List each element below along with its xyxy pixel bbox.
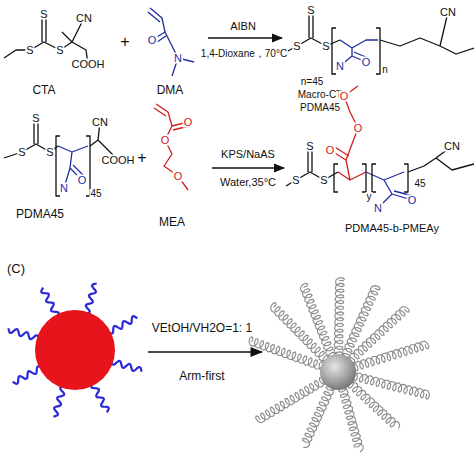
atom-label: S <box>291 175 300 186</box>
atom-label: O <box>339 91 350 102</box>
atom-label: O <box>353 123 364 134</box>
atom-label: S <box>39 9 48 20</box>
atom-label: O <box>160 135 171 146</box>
micelle-core <box>35 310 115 390</box>
note-text: PDMA45 <box>299 103 341 113</box>
plus-sign: + <box>119 34 130 50</box>
compound-name: PDMA45 <box>15 208 65 220</box>
micelle-core <box>320 354 356 390</box>
condition-text: AIBN <box>229 21 257 32</box>
chemical-bond <box>4 118 58 158</box>
compound-name: PDMA45-b-PMEAy <box>344 223 440 234</box>
atom-label: O <box>183 117 194 128</box>
atom-label: S <box>17 147 26 158</box>
atom-label: CN <box>443 141 461 152</box>
chemical-bond <box>330 86 366 180</box>
polymer-arm <box>86 283 97 313</box>
atom-label: CN <box>91 117 109 128</box>
chemical-bond <box>380 12 474 54</box>
atom-label: COOH <box>101 155 136 166</box>
chemical-bond <box>372 164 408 192</box>
subscript-label: n <box>381 65 389 75</box>
note-text: n=45 <box>300 77 325 87</box>
atom-label: S <box>319 175 328 186</box>
polymer-arm <box>8 328 38 339</box>
condition-text: KPS/NaAS <box>220 149 276 160</box>
atom-label: S <box>31 113 40 124</box>
plus-sign: + <box>136 150 147 166</box>
atom-label: O <box>325 145 336 156</box>
polymer-arm <box>300 283 335 358</box>
chemical-bond <box>334 164 366 192</box>
reaction-arrow <box>208 37 282 38</box>
polymer-arm <box>341 286 380 358</box>
atom-label: COOH <box>71 59 106 70</box>
polymer-arm <box>339 387 363 452</box>
atom-label: N <box>373 203 383 214</box>
atom-label: S <box>292 41 301 52</box>
polymer-arm <box>53 386 64 416</box>
atom-label: S <box>45 147 54 158</box>
atom-label: S <box>55 45 64 56</box>
atom-label: S <box>321 41 330 52</box>
reaction-arrow <box>212 167 284 168</box>
panel-label: (C) <box>6 262 26 275</box>
compound-name: MEA <box>158 216 186 228</box>
compound-name: CTA <box>31 84 56 96</box>
polymer-arm <box>13 366 42 383</box>
atom-label: O <box>407 195 418 206</box>
note-text: Macro-CT <box>297 90 343 100</box>
polymer-arm <box>271 303 329 363</box>
subscript-label: y <box>366 192 373 202</box>
atom-label: N <box>59 183 69 194</box>
subscript-label: 45 <box>413 179 426 189</box>
polymer-arm <box>354 372 430 399</box>
polymer-arm <box>347 307 409 363</box>
atom-label: CN <box>75 13 93 24</box>
polymer-arm <box>41 288 58 317</box>
atom-label: CN <box>439 7 457 18</box>
process-arrow <box>148 351 262 353</box>
polymer-arm <box>109 316 138 333</box>
chemical-bond <box>332 28 380 74</box>
polymer-arm <box>256 378 326 423</box>
polymer-arm <box>348 380 399 428</box>
atom-label: N <box>173 53 183 64</box>
atom-label: O <box>173 171 184 182</box>
atom-label: S <box>305 141 314 152</box>
chemical-bond <box>408 146 474 172</box>
atom-label: N <box>335 61 345 72</box>
polymer-arm <box>111 361 141 372</box>
condition-text: 1,4-Dioxane，70°C <box>200 49 288 59</box>
atom-label: O <box>361 57 372 68</box>
chemical-bond <box>340 40 378 66</box>
condition-text: Water,35°C <box>219 177 277 188</box>
condition-text: Arm-first <box>178 370 225 382</box>
polymer-arm <box>334 278 344 355</box>
chemical-bond <box>56 136 90 196</box>
subscript-label: 45 <box>89 189 102 199</box>
compound-name: DMA <box>156 84 185 96</box>
polymer-arm <box>91 384 108 413</box>
atom-label: S <box>306 5 315 16</box>
polymer-arm <box>353 341 429 371</box>
atom-label: O <box>77 175 88 186</box>
atom-label: S <box>25 45 34 56</box>
condition-text: VEtOH/VH2O=1: 1 <box>151 322 253 334</box>
atom-label: O <box>147 35 158 46</box>
